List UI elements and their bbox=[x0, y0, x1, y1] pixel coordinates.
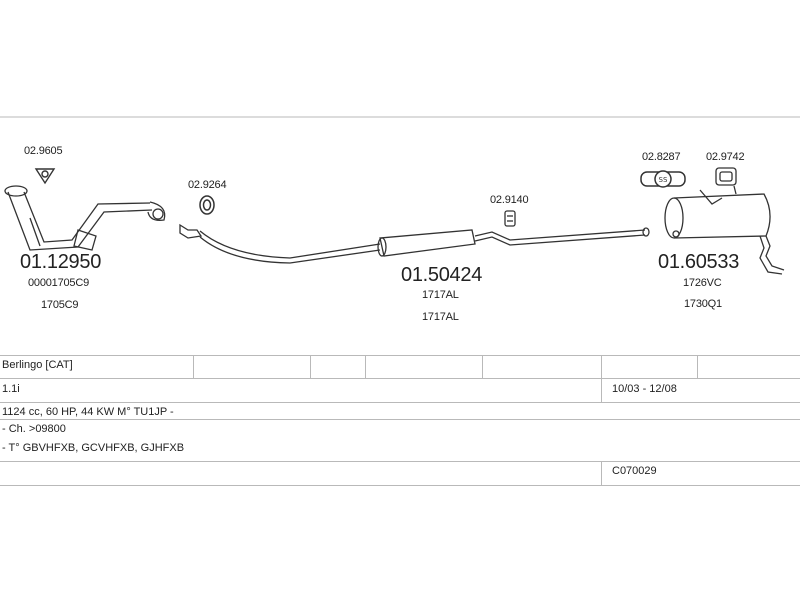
part-ref-front-1: 00001705C9 bbox=[28, 277, 90, 289]
ring-icon bbox=[199, 195, 215, 215]
clamp-icon bbox=[504, 210, 516, 227]
table-divider bbox=[365, 355, 366, 378]
rear-silencer-drawing bbox=[664, 193, 785, 275]
clamp-rear-icon: SS bbox=[640, 170, 686, 188]
svg-text:SS: SS bbox=[659, 176, 668, 184]
table-rule bbox=[0, 378, 800, 379]
vehicle-model: Berlingo [CAT] bbox=[2, 359, 73, 371]
table-divider bbox=[601, 461, 602, 485]
table-rule bbox=[0, 485, 800, 486]
part-ref-front-2: 1705C9 bbox=[41, 299, 79, 311]
center-silencer-drawing bbox=[179, 223, 650, 264]
gasket-icon bbox=[34, 168, 56, 185]
part-number-rear-silencer: 01.60533 bbox=[658, 251, 740, 273]
vehicle-years: 10/03 - 12/08 bbox=[612, 383, 677, 395]
vehicle-chassis: - Ch. >09800 bbox=[2, 423, 66, 435]
accessory-code-gasket: 02.9605 bbox=[24, 145, 63, 157]
catalog-code: C070029 bbox=[612, 465, 657, 477]
front-pipe-drawing bbox=[4, 185, 166, 251]
accessory-code-clamp-mid: 02.9140 bbox=[490, 194, 529, 206]
mount-icon bbox=[699, 167, 737, 205]
table-rule bbox=[0, 402, 800, 403]
table-rule bbox=[0, 461, 800, 462]
accessory-code-mount: 02.9742 bbox=[706, 151, 745, 163]
table-rule bbox=[0, 355, 800, 356]
part-ref-center-1: 1717AL bbox=[422, 289, 459, 301]
accessory-code-clamp-rear: 02.8287 bbox=[642, 151, 681, 163]
table-divider bbox=[697, 355, 698, 378]
table-divider bbox=[601, 355, 602, 402]
part-ref-rear-2: 1730Q1 bbox=[684, 298, 722, 310]
table-divider bbox=[310, 355, 311, 378]
vehicle-specs: 1124 cc, 60 HP, 44 KW M° TU1JP - bbox=[2, 406, 174, 418]
part-ref-center-2: 1717AL bbox=[422, 311, 459, 323]
table-divider bbox=[482, 355, 483, 378]
table-rule bbox=[0, 419, 800, 420]
part-number-front-pipe: 01.12950 bbox=[20, 251, 102, 273]
accessory-code-ring: 02.9264 bbox=[188, 179, 227, 191]
table-divider bbox=[193, 355, 194, 378]
part-number-center-silencer: 01.50424 bbox=[401, 264, 483, 286]
part-ref-rear-1: 1726VC bbox=[683, 277, 722, 289]
vehicle-types: - T° GBVHFXB, GCVHFXB, GJHFXB bbox=[2, 442, 185, 454]
vehicle-engine: 1.1i bbox=[2, 383, 20, 395]
